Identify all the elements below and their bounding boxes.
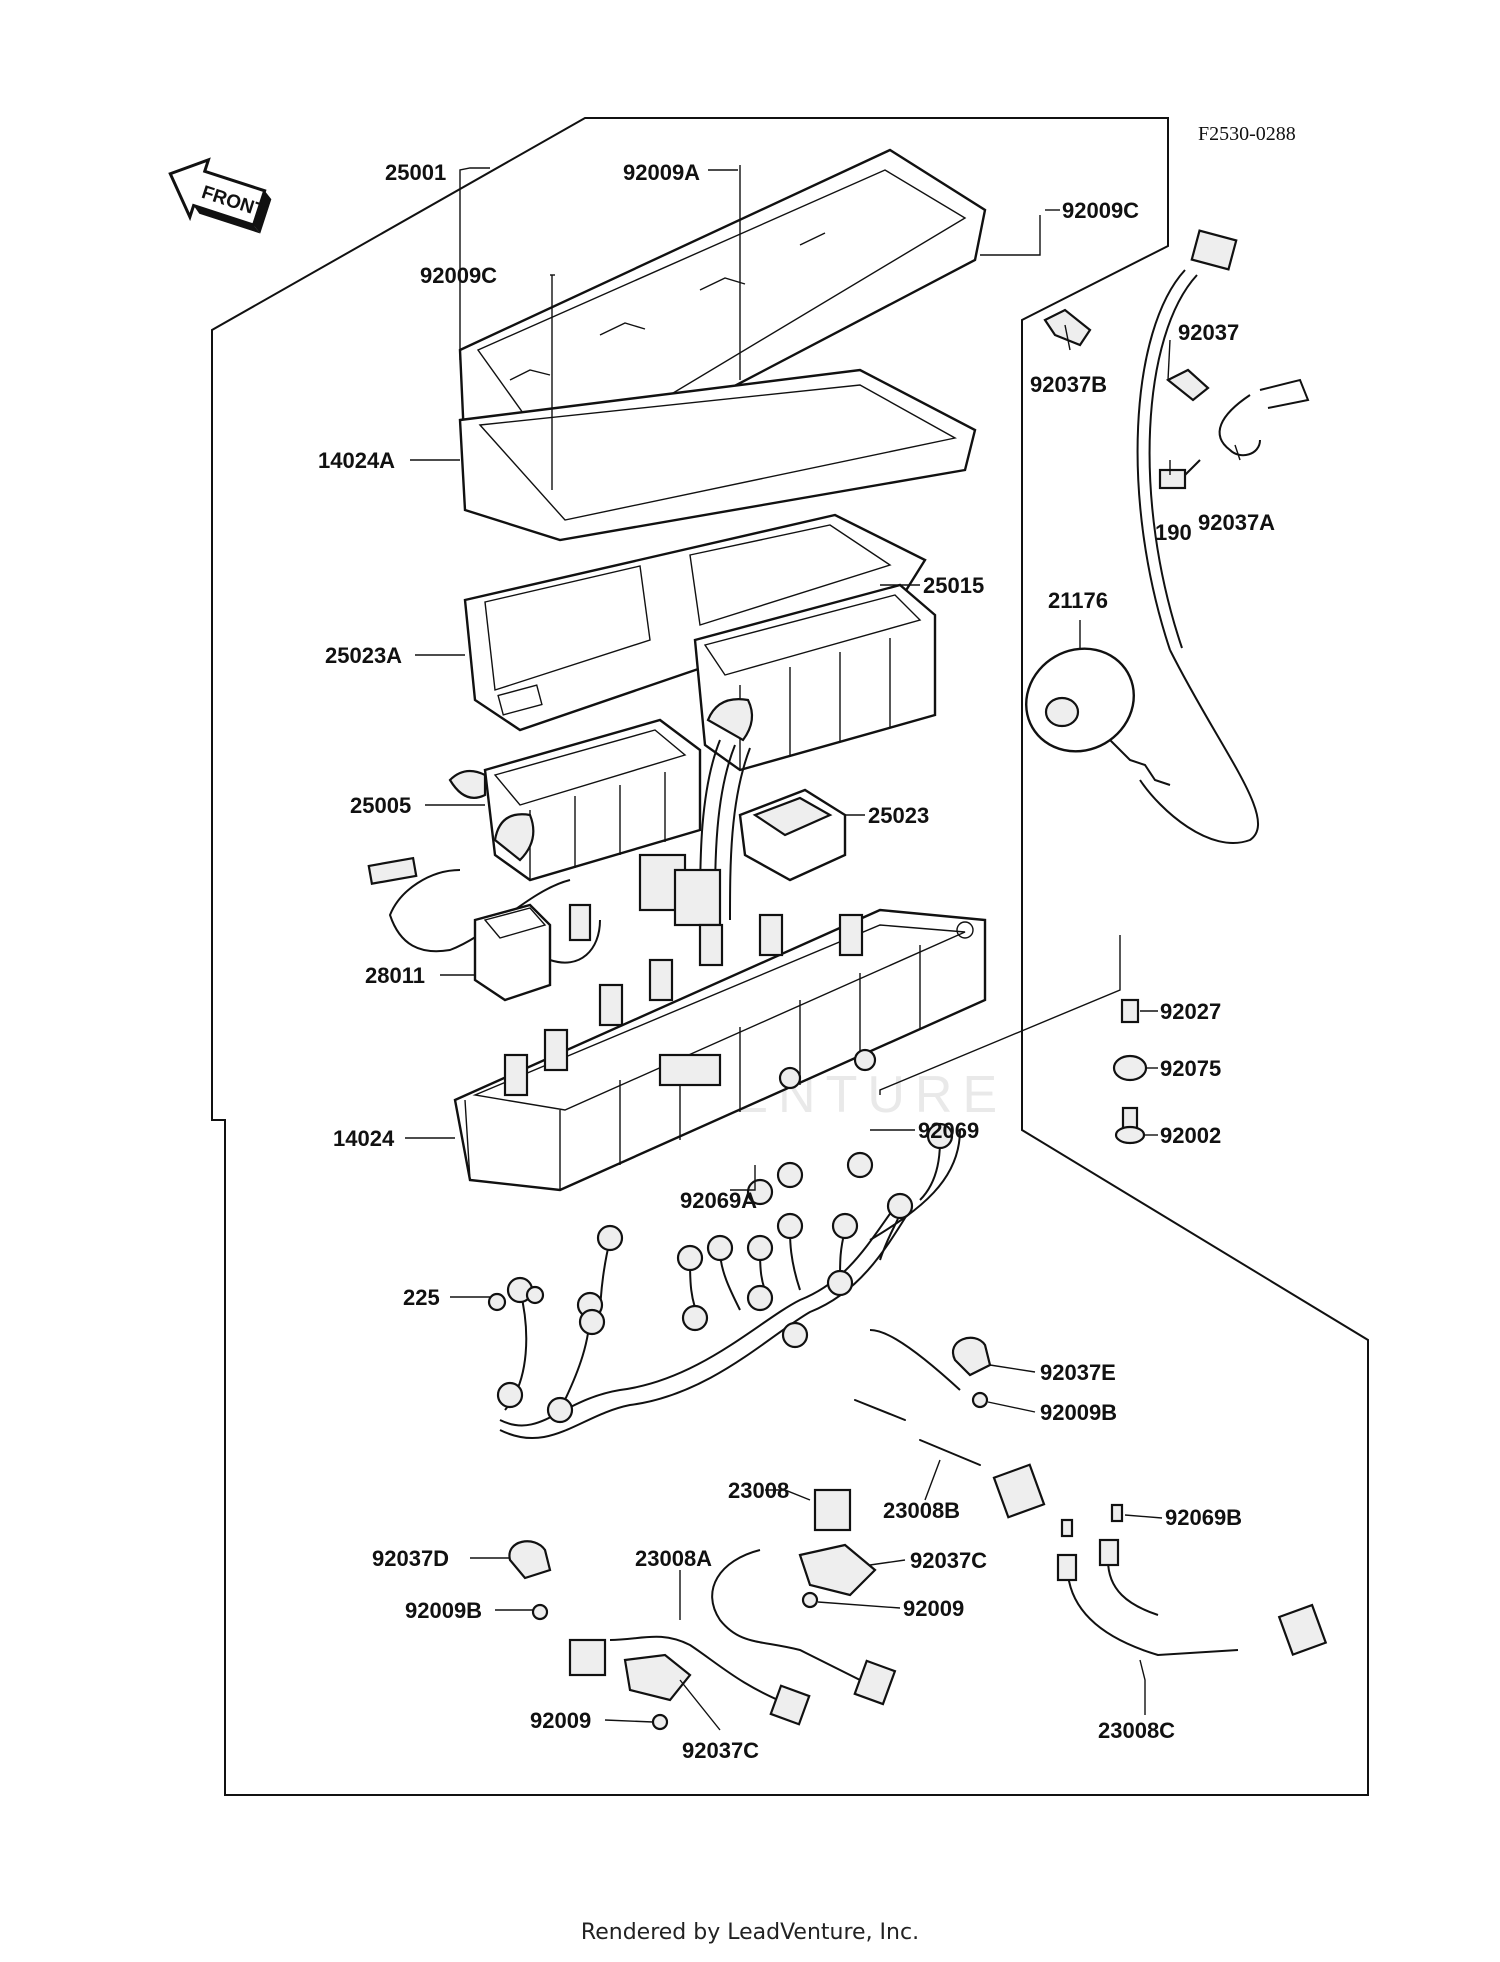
mounting-grommet-stack [1112,998,1148,1145]
label-190: 190 [1155,520,1192,545]
label-25023: 25023 [868,803,929,828]
label-23008A: 23008A [635,1546,712,1571]
label-25023A: 25023A [325,643,402,668]
label-92009-left: 92009 [530,1708,591,1733]
label-25005: 25005 [350,793,411,818]
internal-harness [367,739,751,953]
part-labels: 25001 92009A 92009C 92009C 14024A 25015 … [318,160,1275,1763]
meter-wiring-harness [496,1048,1046,1519]
harness-23008A [568,1635,811,1726]
label-92037E: 92037E [1040,1360,1116,1385]
screw-92009-left [651,1713,669,1731]
screw-92009B-left [531,1603,549,1621]
label-92037A: 92037A [1198,510,1275,535]
screw-225-b [525,1285,545,1305]
meter-lens-gasket [458,368,977,542]
indicator-light-box [738,788,847,882]
label-92009C-top: 92009C [1062,198,1139,223]
harness-23008 [711,1488,897,1706]
label-92009B-right: 92009B [1040,1400,1117,1425]
leader-lines [405,165,1241,1731]
label-92002: 92002 [1160,1123,1221,1148]
label-92075: 92075 [1160,1056,1221,1081]
harness-23008C [1056,1503,1328,1657]
sensor-21176 [1025,647,1171,786]
label-92009A: 92009A [623,160,700,185]
label-225: 225 [403,1285,440,1310]
figure-code: F2530-0288 [1198,123,1296,145]
screw-92009B-right [971,1391,989,1409]
label-92037B: 92037B [1030,372,1107,397]
screw-92009-right [801,1591,819,1609]
screw-225-a [487,1292,507,1312]
speedometer-cable [1136,229,1260,844]
assembly-boundary [211,117,1369,1796]
speedometer-unit [448,718,702,882]
label-92009C-left: 92009C [420,263,497,288]
footer-credit: Rendered by LeadVenture, Inc. [580,1920,920,1945]
label-21176: 21176 [1048,588,1108,613]
label-23008B: 23008B [883,1498,960,1523]
label-92037C-right: 92037C [910,1548,987,1573]
label-25015: 25015 [923,573,984,598]
label-23008: 23008 [728,1478,789,1503]
label-25001: 25001 [385,160,446,185]
label-14024A: 14024A [318,448,395,473]
label-92027: 92027 [1160,999,1221,1024]
clamps-right [1043,308,1310,490]
front-arrow-icon: FRONT [168,157,272,234]
label-92069: 92069 [918,1118,979,1143]
relay-unit [473,903,601,1002]
label-92037: 92037 [1178,320,1239,345]
label-92037D: 92037D [372,1546,449,1571]
label-92009B-left: 92009B [405,1598,482,1623]
label-92037C-left: 92037C [682,1738,759,1763]
meter-case [453,908,987,1192]
clamp-92037D [508,1540,552,1580]
label-92009-right: 92009 [903,1596,964,1621]
clamp-92037E [951,1336,992,1377]
label-92069A: 92069A [680,1188,757,1213]
label-92069B: 92069B [1165,1505,1242,1530]
label-23008C: 23008C [1098,1718,1175,1743]
label-14024: 14024 [333,1126,395,1151]
label-28011: 28011 [365,963,425,988]
